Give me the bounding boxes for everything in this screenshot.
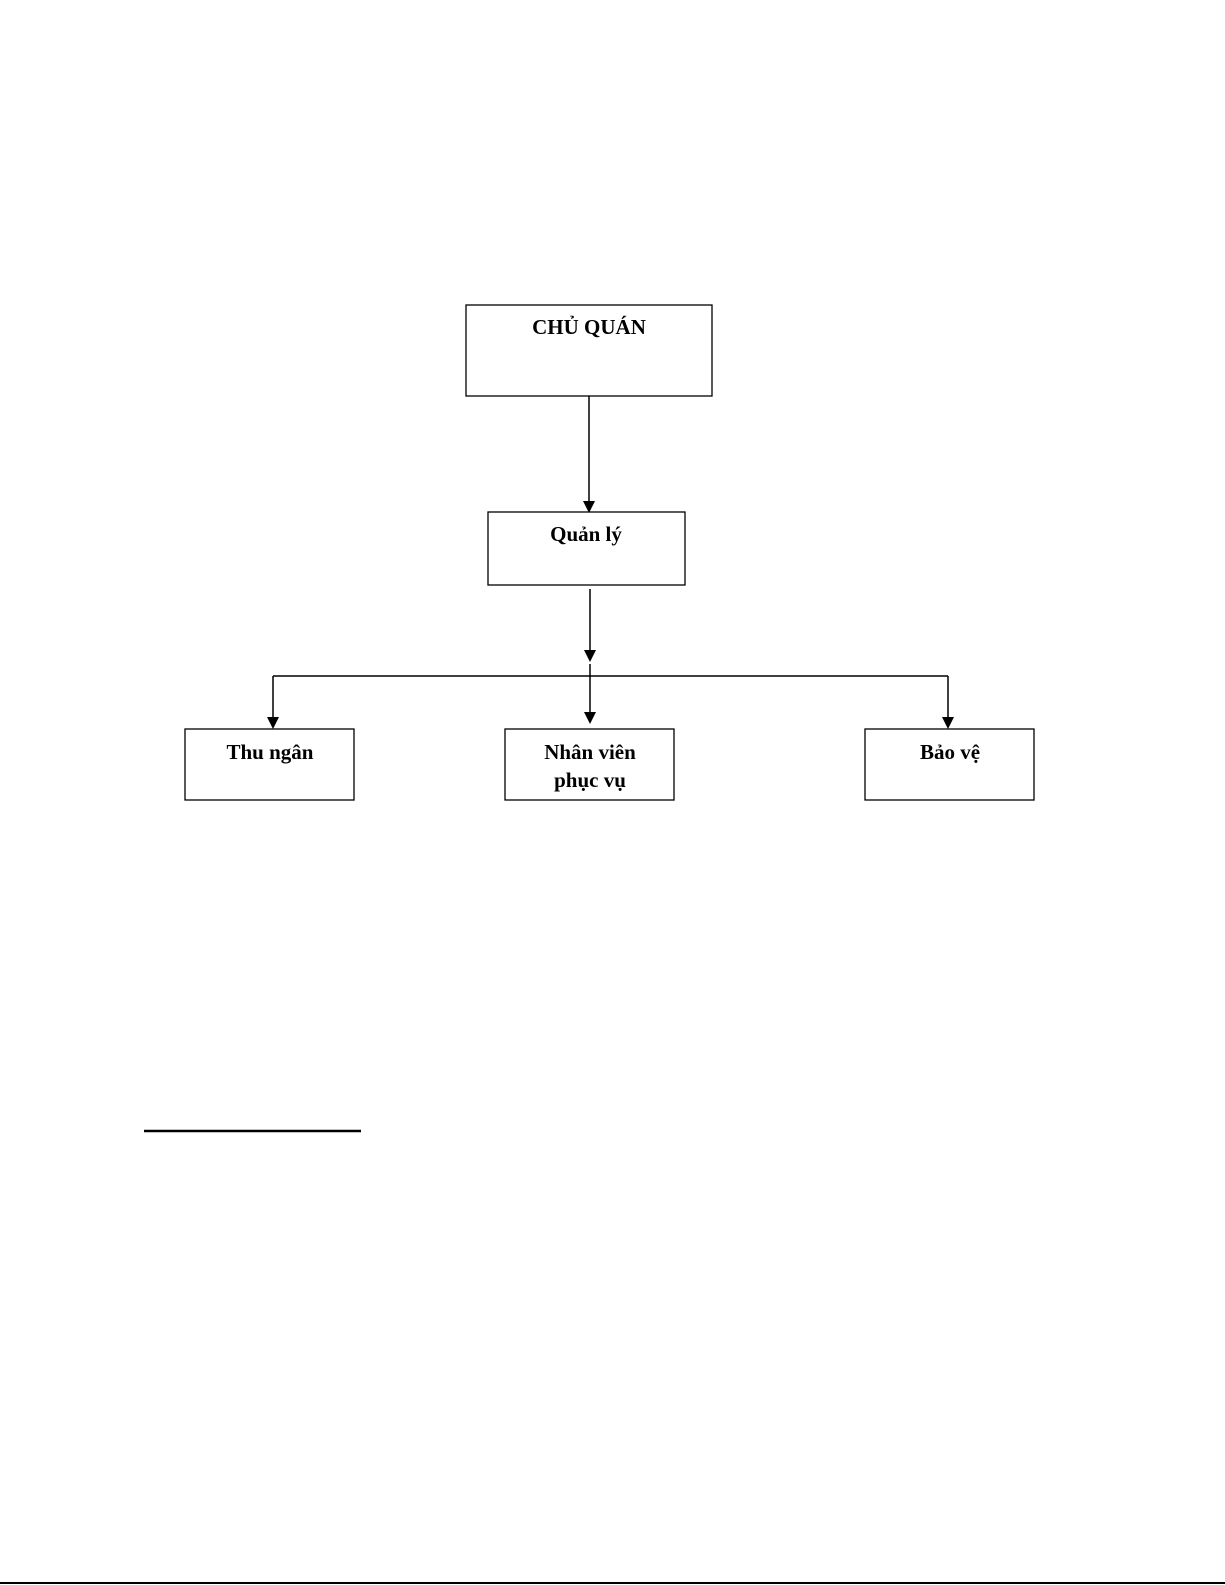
root-label: CHỦ QUÁN — [532, 315, 646, 339]
arrowhead-icon — [583, 501, 595, 513]
root-node: CHỦ QUÁN — [466, 305, 712, 396]
waiter-label-line-2: phục vụ — [554, 768, 626, 792]
security-label: Bảo vệ — [920, 740, 980, 764]
manager-label: Quản lý — [550, 522, 622, 546]
connector-manager-to-branch — [584, 589, 596, 676]
staff-node-security: Bảo vệ — [865, 729, 1034, 800]
manager-node: Quản lý — [488, 512, 685, 585]
arrowhead-icon — [584, 650, 596, 662]
waiter-label-line-1: Nhân viên — [544, 740, 636, 764]
staff-node-cashier: Thu ngân — [185, 729, 354, 800]
arrowhead-icon — [942, 717, 954, 729]
arrowhead-icon — [584, 712, 596, 724]
branch-connectors — [267, 676, 954, 729]
staff-node-waiter: Nhân viên phục vụ — [505, 729, 674, 800]
arrowhead-icon — [267, 717, 279, 729]
connector-root-to-manager — [583, 396, 595, 513]
cashier-label: Thu ngân — [227, 740, 314, 764]
